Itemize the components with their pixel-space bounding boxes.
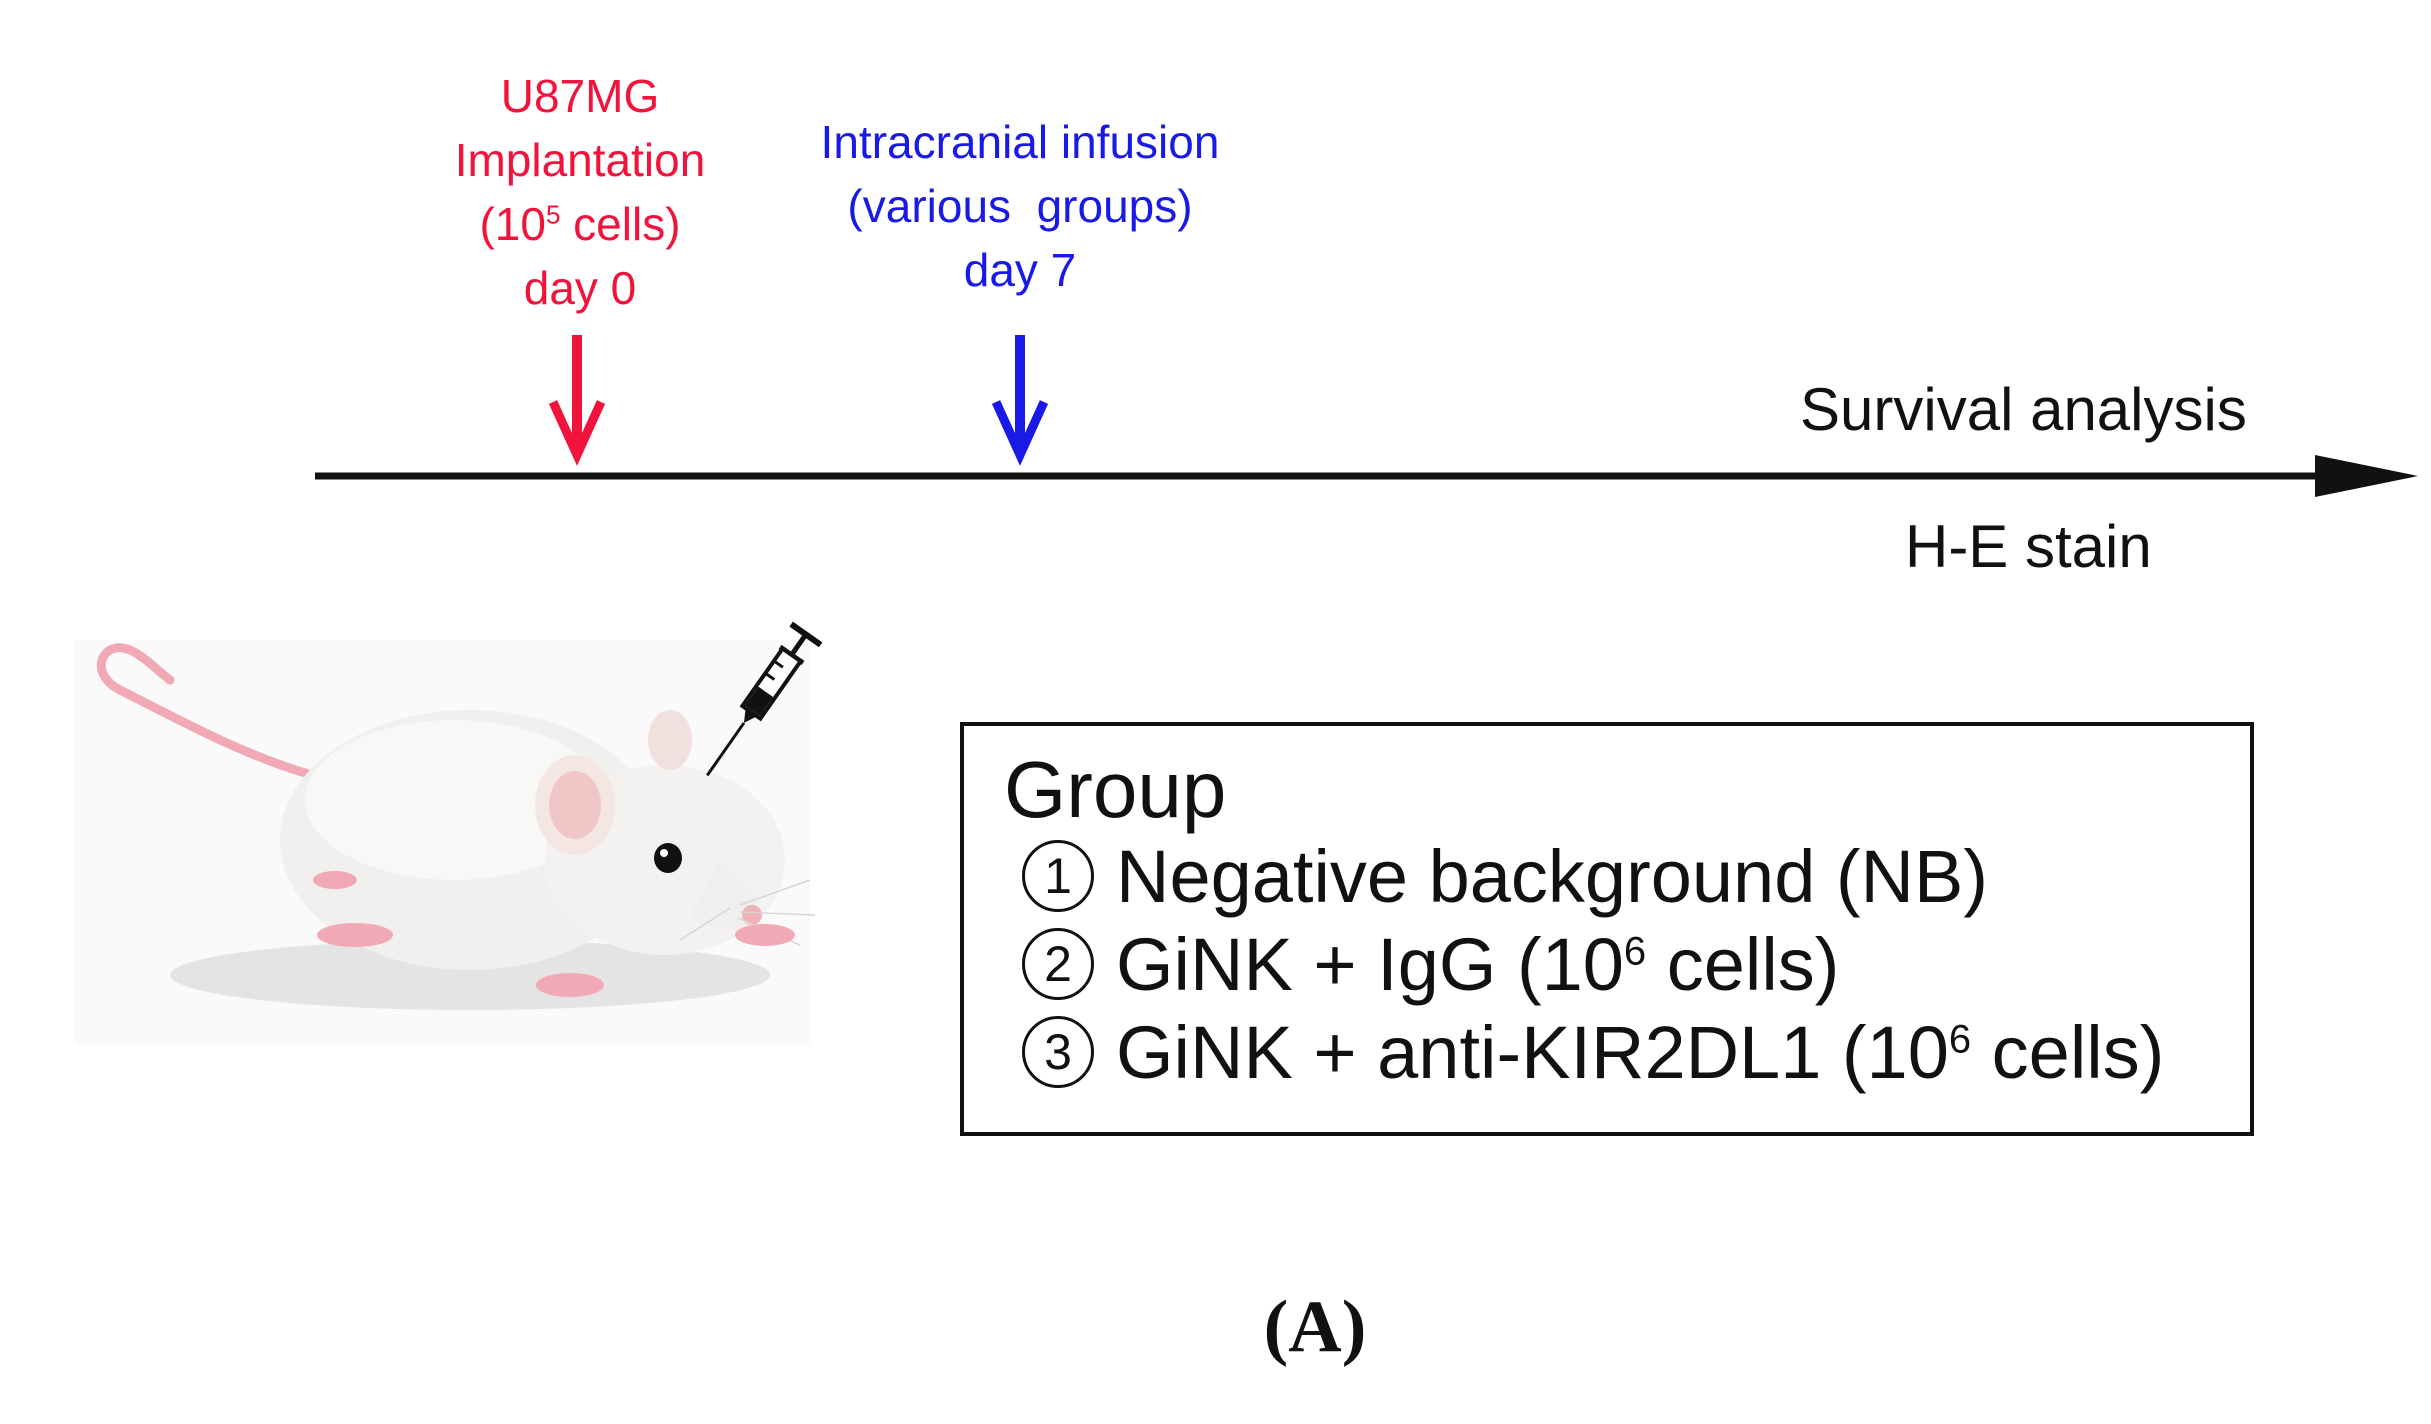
implantation-dose: (105 cells) (479, 198, 681, 250)
survival-analysis-label: Survival analysis (1800, 376, 2247, 443)
circled-number-2: 2 (1022, 928, 1094, 1001)
group-item-suffix: cells) (1646, 923, 1840, 1006)
mouse-illustration (75, 640, 816, 1045)
implantation-line2: Implantation (454, 134, 706, 186)
group-title: Group (1004, 745, 1227, 834)
timeline-arrowhead (2315, 455, 2418, 497)
group-item-text: GiNK + anti-KIR2DL1 (10 (1116, 1011, 1949, 1094)
circled-number-1: 1 (1022, 840, 1094, 913)
implantation-day: day 0 (523, 262, 637, 314)
group-item: 3 GiNK + anti-KIR2DL1 (106 cells) (1022, 1010, 2164, 1095)
infusion-line1: Intracranial infusion (820, 116, 1220, 168)
implantation-arrow (548, 335, 606, 466)
group-item: 1 Negative background (NB) (1022, 834, 1988, 919)
infusion-event-label: Intracranial infusion (various groups) d… (760, 110, 1280, 302)
circled-number-3: 3 (1022, 1016, 1094, 1089)
group-item-text: Negative background (NB) (1116, 835, 1988, 918)
group-item: 2 GiNK + IgG (106 cells) (1022, 922, 1839, 1007)
group-item-exponent: 6 (1623, 929, 1647, 974)
group-item-suffix: cells) (1971, 1011, 2165, 1094)
group-item-text: GiNK + IgG (10 (1116, 923, 1624, 1006)
implantation-event-label: U87MG Implantation (105 cells) day 0 (380, 64, 780, 320)
panel-label: (A) (1263, 1286, 1367, 1368)
implantation-line1: U87MG (500, 70, 660, 122)
he-stain-label: H-E stain (1905, 513, 2152, 580)
infusion-day: day 7 (963, 244, 1077, 296)
group-item-exponent: 6 (1948, 1017, 1972, 1062)
syringe-icon (706, 621, 823, 777)
infusion-arrow (991, 335, 1049, 466)
infusion-line2: (various groups) (847, 180, 1193, 232)
